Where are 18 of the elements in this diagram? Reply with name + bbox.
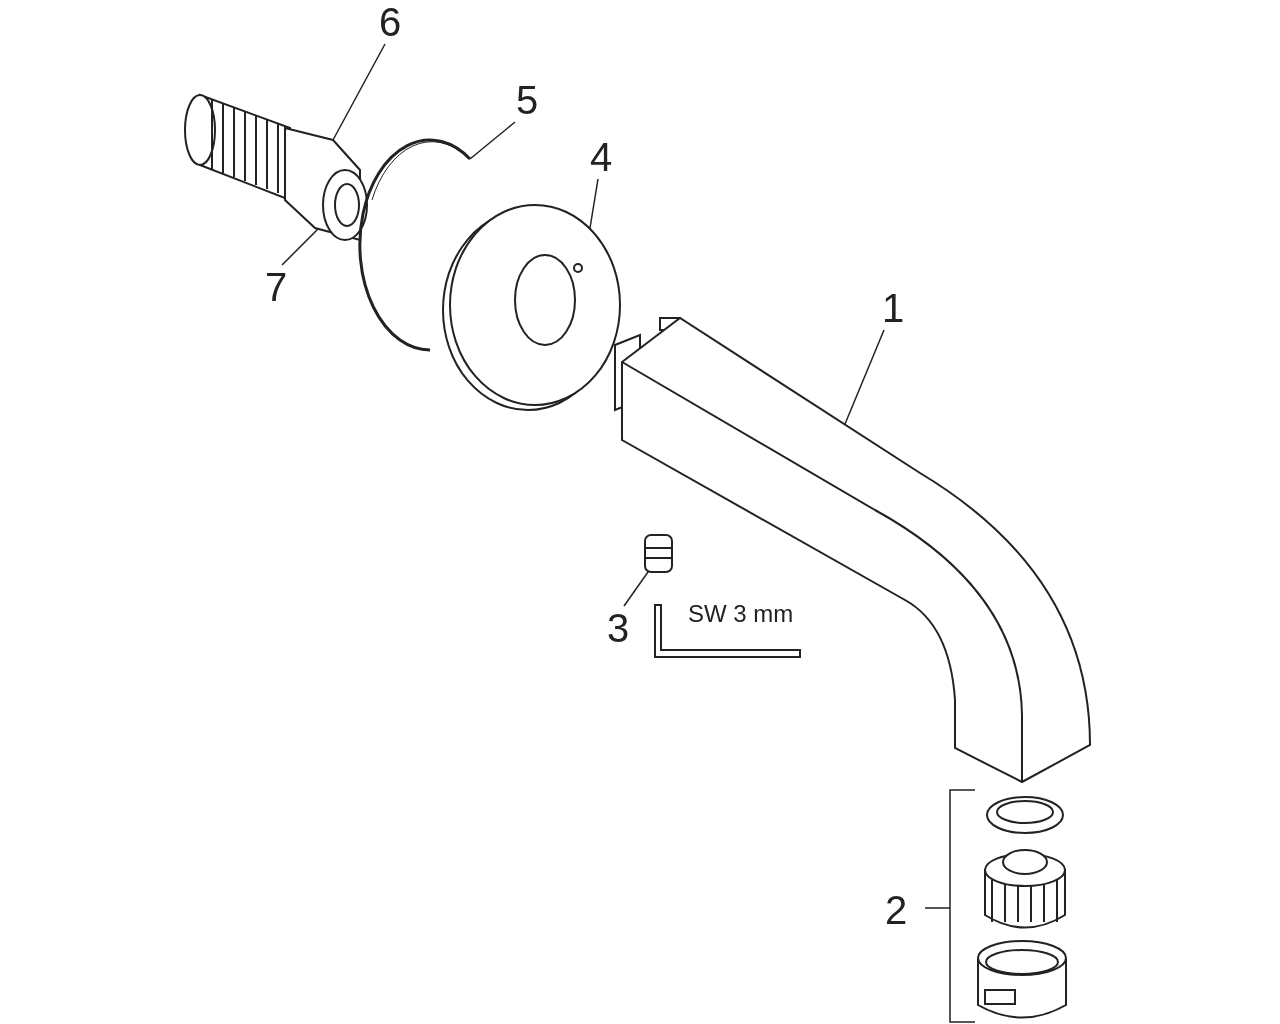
leader-line [332, 43, 386, 141]
rosette-drawing [442, 204, 621, 411]
callout-number: 7 [261, 265, 291, 309]
adapter-drawing [184, 93, 368, 242]
callout-number: 5 [512, 78, 542, 122]
leader-line [589, 178, 599, 229]
leader-line [281, 228, 319, 266]
callout-number: 2 [885, 888, 908, 932]
dimension-label: SW 3 mm [688, 600, 794, 628]
callout-number: 3 [603, 606, 633, 650]
grub-screw-drawing [644, 534, 673, 573]
leader-line [623, 571, 649, 607]
leader-line [844, 329, 885, 425]
o-ring-drawing [358, 138, 471, 352]
callout-number: 4 [586, 135, 616, 179]
callout-number: 6 [375, 0, 405, 44]
callout-number: 1 [878, 286, 908, 330]
leader-line [469, 121, 516, 160]
